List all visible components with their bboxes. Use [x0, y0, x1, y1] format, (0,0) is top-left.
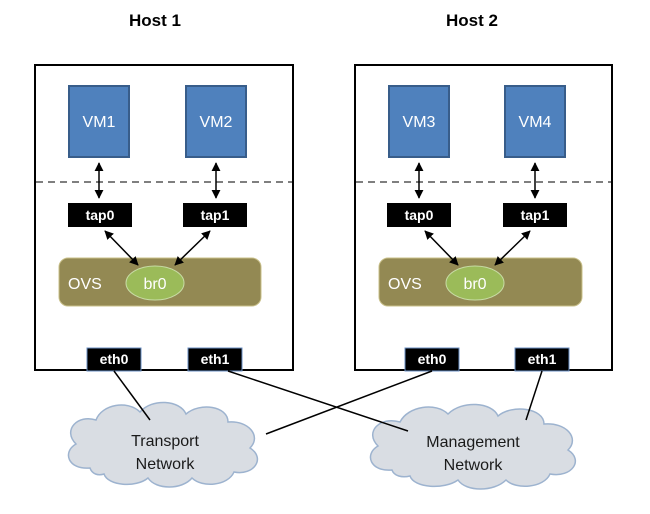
host-1-title: Host 1	[129, 11, 181, 30]
vm-2-box	[185, 85, 247, 158]
host-1-tap0: tap0	[68, 203, 132, 227]
tap0-br0-link	[104, 230, 139, 266]
transport-network-cloud: Transport Network	[67, 401, 258, 488]
host-1-tap1: tap1	[183, 203, 247, 227]
host-1-eth1-box	[187, 347, 243, 372]
management-network-cloud: Management Network	[369, 403, 576, 490]
vm-1-label: VM1	[83, 114, 116, 131]
vm-4-box	[504, 85, 566, 158]
management-network-label-line1: Management	[426, 434, 520, 451]
host-2-tap0: tap0	[387, 203, 451, 227]
h2-eth0-transport-link	[265, 370, 433, 435]
host-1-bridge	[125, 265, 185, 301]
host-1-tap0-label: tap0	[86, 207, 115, 223]
vm-2: VM2	[185, 85, 247, 158]
host-1-tap1-label: tap1	[201, 207, 230, 223]
host-2: Host 2 VM3 VM4 tap0 tap1 OVS br0 et	[354, 11, 613, 372]
vm-3-label: VM3	[403, 114, 436, 131]
host-2-eth0: eth0	[404, 347, 460, 372]
vm-2-label: VM2	[200, 114, 233, 131]
vm-4: VM4	[504, 85, 566, 158]
host-2-bridge	[445, 265, 505, 301]
host-2-ovs-label: OVS	[388, 276, 422, 293]
host-1-tap0-box	[68, 203, 132, 227]
host-2-title: Host 2	[446, 11, 498, 30]
host-2-bridge-label: br0	[463, 276, 486, 293]
transport-network-label-line1: Transport	[131, 433, 199, 450]
h2-eth1-management-link	[525, 370, 543, 421]
host-1-bridge-label: br0	[143, 276, 166, 293]
host-2-tap0-label: tap0	[405, 207, 434, 223]
network-links	[113, 370, 543, 435]
host-1: Host 1 VM1 VM2 tap0 tap1 OVS br0	[34, 11, 294, 372]
h2-tap1-br0-link	[494, 230, 531, 266]
host-2-tap1-box	[503, 203, 567, 227]
host-1-ovs-label: OVS	[68, 276, 102, 293]
host-2-tap1: tap1	[503, 203, 567, 227]
host-1-eth1-label: eth1	[201, 351, 230, 367]
host-1-tap1-box	[183, 203, 247, 227]
host-1-eth0-label: eth0	[100, 351, 129, 367]
transport-network-label-line2: Network	[136, 456, 196, 473]
management-network-label-line2: Network	[444, 457, 504, 474]
host-2-eth1: eth1	[514, 347, 570, 372]
h2-tap0-br0-link	[424, 230, 459, 266]
host-2-tap1-label: tap1	[521, 207, 550, 223]
vm-4-label: VM4	[519, 114, 552, 131]
vm-1: VM1	[68, 85, 130, 158]
host-2-tap0-box	[387, 203, 451, 227]
host-2-eth0-label: eth0	[418, 351, 447, 367]
vm-3-box	[388, 85, 450, 158]
host-1-eth1: eth1	[187, 347, 243, 372]
vm-3: VM3	[388, 85, 450, 158]
host-1-eth0: eth0	[86, 347, 142, 372]
host-2-eth1-label: eth1	[528, 351, 557, 367]
h1-eth1-management-link	[227, 370, 409, 432]
transport-cloud-shape	[67, 401, 258, 488]
tap1-br0-link	[174, 230, 211, 266]
management-cloud-shape	[369, 403, 576, 490]
vm-1-box	[68, 85, 130, 158]
h1-eth0-transport-link	[113, 370, 151, 421]
